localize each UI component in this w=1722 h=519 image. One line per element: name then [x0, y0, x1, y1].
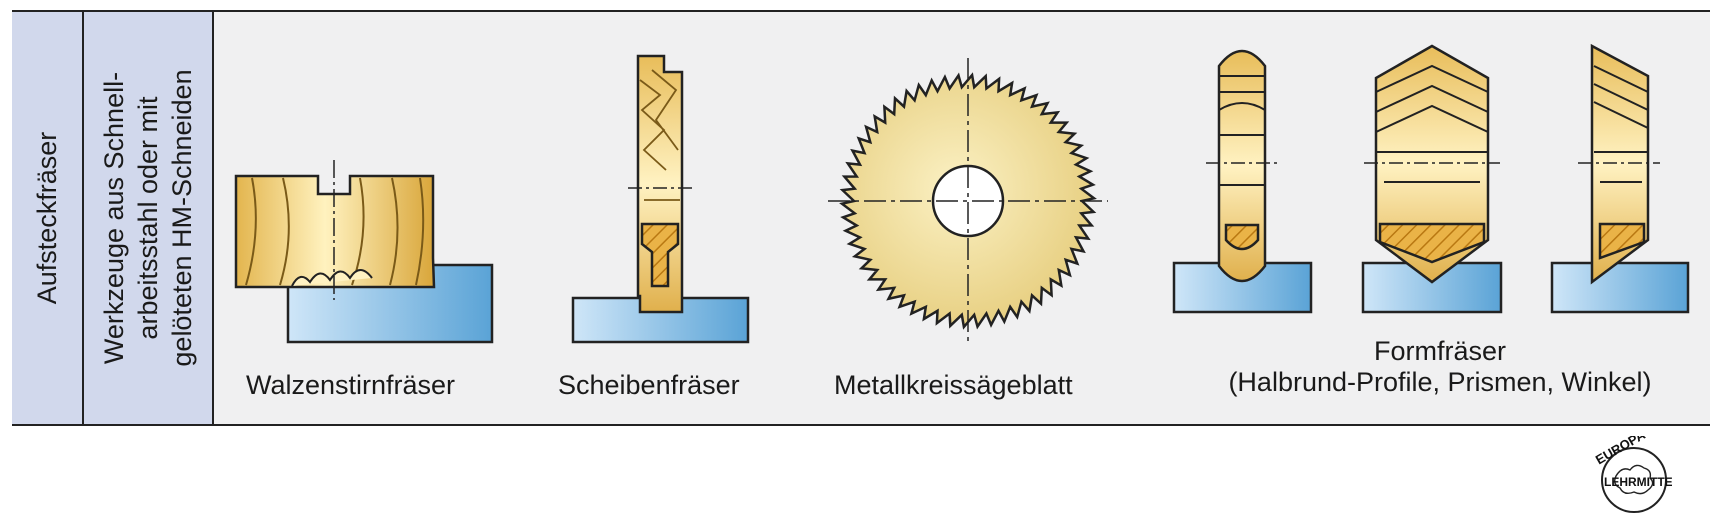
section-hatch [1598, 222, 1646, 260]
caption-metallkreissaegeblatt: Metallkreissägeblatt [834, 370, 1073, 400]
section-hatch [640, 222, 680, 288]
caption-scheibenfraeser: Scheibenfräser [558, 370, 740, 400]
cutter-body [234, 174, 436, 289]
caption-walzenstirnfraeser: Walzenstirnfräser [246, 370, 456, 400]
caption-formfraeser-subtitle: (Halbrund-Profile, Prismen, Winkel) [1228, 367, 1652, 397]
metallkreissaegeblatt-drawing [828, 58, 1108, 345]
workpiece-block [1361, 261, 1503, 314]
section-hatch [1378, 222, 1486, 264]
category-cell: Aufsteckfräser [12, 12, 84, 424]
caption-formfraeser-title: Formfräser [1373, 336, 1506, 366]
section-hatch [1224, 223, 1260, 251]
logo-bottom-text: LEHRMITTEL [1604, 475, 1672, 489]
description-cell: Werkzeuge aus Schnell- arbeitsstahl oder… [84, 12, 214, 424]
formfraeser-winkel-drawing [1550, 43, 1690, 314]
formfraeser-prisma-drawing [1361, 44, 1503, 314]
cutter-body [1217, 49, 1267, 283]
scheibenfraeser-drawing [571, 54, 750, 344]
walzenstirnfraeser-drawing [234, 160, 494, 344]
caption-formfraeser: Formfräser (Halbrund-Profile, Prismen, W… [1180, 336, 1700, 398]
europa-lehrmittel-logo: EUROPA LEHRMITTEL [1593, 436, 1672, 513]
formfraeser-halbrund-drawing [1172, 49, 1313, 314]
workpiece-block [1550, 261, 1690, 314]
